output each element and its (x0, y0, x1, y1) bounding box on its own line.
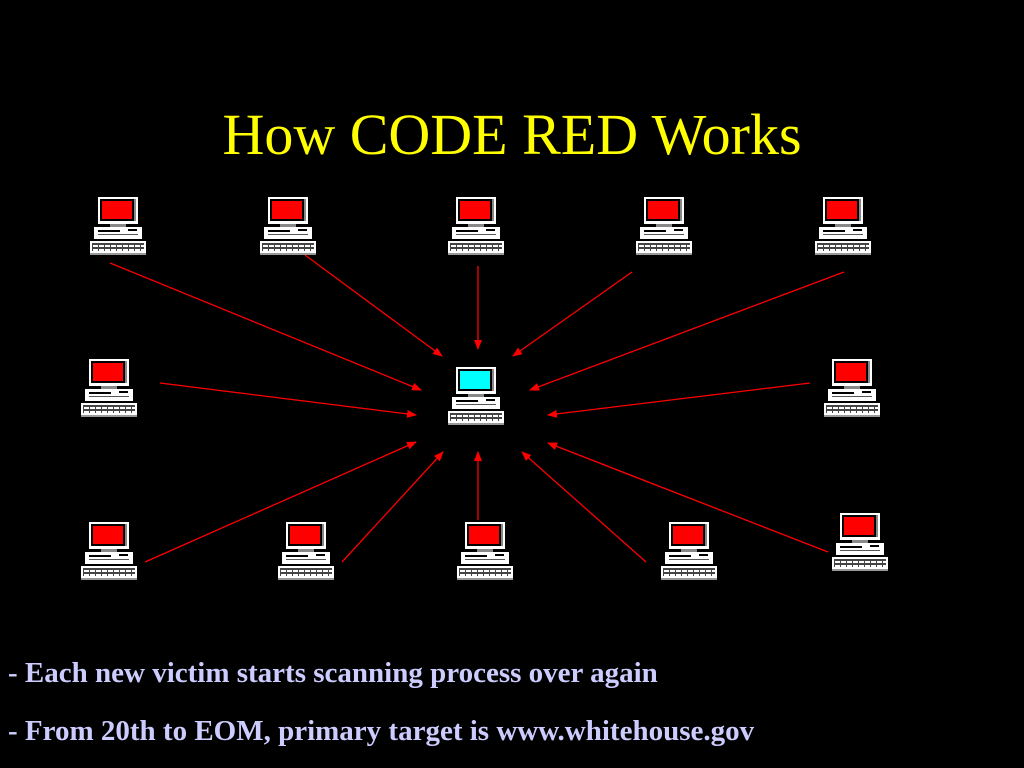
infected-computer-icon (824, 359, 880, 417)
infected-computer-icon (260, 197, 316, 255)
infected-computer-icon (278, 522, 334, 580)
arrow (304, 254, 443, 357)
bullet-point: - From 20th to EOM, primary target is ww… (8, 715, 755, 747)
arrow (512, 271, 633, 357)
infected-computer-icon (832, 513, 888, 571)
infected-computer-icon (81, 522, 137, 580)
arrow (341, 451, 444, 563)
infected-computer-icon (636, 197, 692, 255)
arrow (547, 382, 811, 418)
arrow (547, 442, 829, 553)
arrow (529, 271, 845, 391)
infected-computer-icon (457, 522, 513, 580)
arrow (109, 262, 422, 391)
infected-computer-icon (815, 197, 871, 255)
infected-computer-icon (81, 359, 137, 417)
arrow (159, 382, 417, 418)
infected-computer-icon (661, 522, 717, 580)
victim-computer (448, 367, 504, 425)
arrow (144, 441, 417, 563)
infected-computer-icon (448, 197, 504, 255)
bullet-point: - Each new victim starts scanning proces… (8, 657, 658, 689)
slide-title: How CODE RED Works (222, 102, 802, 167)
victim-computer-icon (448, 367, 504, 425)
infected-computer-icon (90, 197, 146, 255)
arrow (521, 451, 647, 563)
arrows (109, 254, 845, 563)
